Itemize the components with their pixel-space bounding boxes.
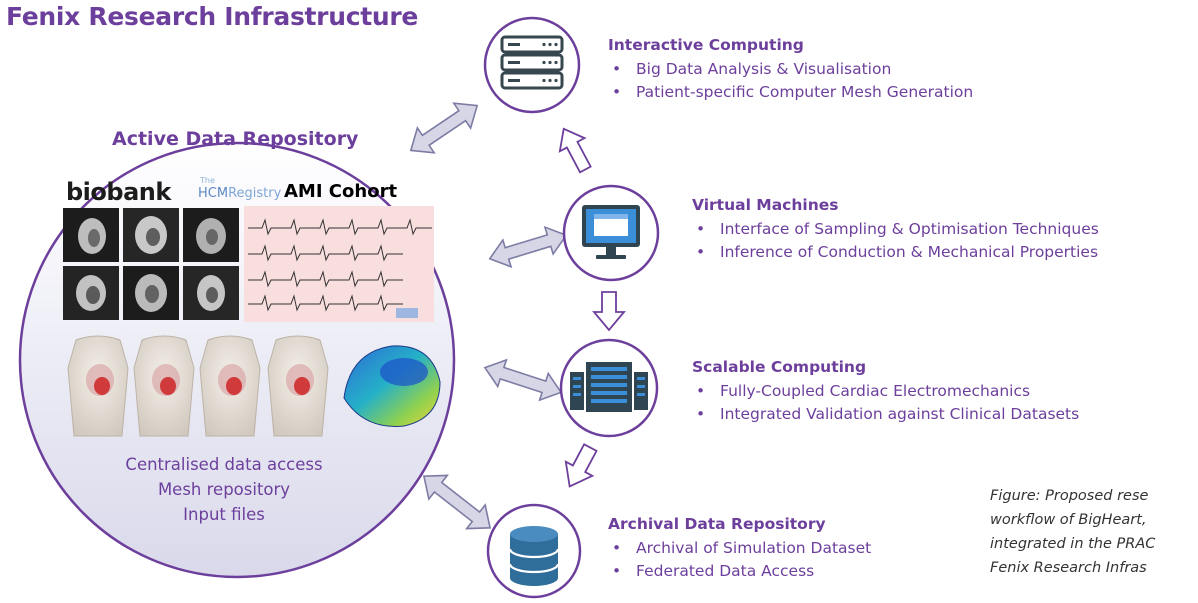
section-heading: Interactive Computing [608, 36, 804, 54]
ventricle-mesh [343, 345, 441, 427]
hcm-logo-prefix: The [200, 176, 215, 185]
hpc-cluster-icon [570, 362, 648, 412]
section-bullet: Interface of Sampling & Optimisation Tec… [692, 218, 1099, 241]
active-repository-heading: Active Data Repository [112, 128, 359, 150]
section-bullet: Inference of Conduction & Mechanical Pro… [692, 241, 1099, 264]
section-bullet: Archival of Simulation Dataset [608, 537, 871, 560]
hcm-registry-logo: HCMRegistry [198, 186, 281, 201]
monitor-icon [582, 205, 640, 259]
figure-caption: Figure: Proposed rese workflow of BigHea… [990, 484, 1198, 580]
hcm-logo-suffix: Registry [228, 186, 282, 201]
section-virtual-machines: Virtual Machines Interface of Sampling &… [692, 196, 1099, 264]
mri-image-grid [63, 208, 239, 320]
section-heading: Virtual Machines [692, 196, 839, 214]
section-bullet: Federated Data Access [608, 560, 871, 583]
link-arrow-virtual [488, 225, 568, 269]
caption-line: Figure: Proposed rese [990, 488, 1149, 504]
flow-arrow-to-interactive [558, 127, 592, 174]
feature-line: Mesh repository [157, 480, 291, 499]
section-bullet: Fully-Coupled Cardiac Electromechanics [692, 380, 1079, 403]
flow-arrow-to-scalable [592, 291, 626, 332]
ecg-strip [244, 206, 434, 322]
section-bullet: Integrated Validation against Clinical D… [692, 403, 1079, 426]
caption-line: workflow of BigHeart, [990, 512, 1147, 528]
feature-line: Centralised data access [125, 455, 323, 474]
link-arrow-interactive [409, 102, 479, 154]
section-bullet: Patient-specific Computer Mesh Generatio… [608, 81, 973, 104]
torso-models [67, 335, 329, 437]
biobank-logo: biobank [66, 178, 171, 206]
database-icon [508, 526, 560, 586]
caption-line: Fenix Research Infras [990, 560, 1147, 576]
hcm-logo-word: HCM [198, 186, 229, 201]
section-scalable-computing: Scalable Computing Fully-Coupled Cardiac… [692, 358, 1079, 426]
caption-line: integrated in the PRAC [990, 536, 1156, 552]
feature-line: Input files [183, 505, 265, 524]
section-heading: Archival Data Repository [608, 515, 826, 533]
section-archival-repository: Archival Data Repository Archival of Sim… [608, 515, 871, 583]
section-bullet: Big Data Analysis & Visualisation [608, 58, 973, 81]
server-rack-icon [500, 35, 564, 90]
section-heading: Scalable Computing [692, 358, 867, 376]
flow-arrow-to-archival [564, 443, 598, 488]
section-interactive-computing: Interactive Computing Big Data Analysis … [608, 36, 973, 104]
link-arrow-scalable [483, 358, 563, 402]
page-title: Fenix Research Infrastructure [6, 2, 419, 31]
ami-cohort-logo: AMI Cohort [284, 181, 398, 202]
link-arrow-archival [422, 474, 492, 530]
active-repository-features: Centralised data access Mesh repository … [84, 452, 364, 527]
